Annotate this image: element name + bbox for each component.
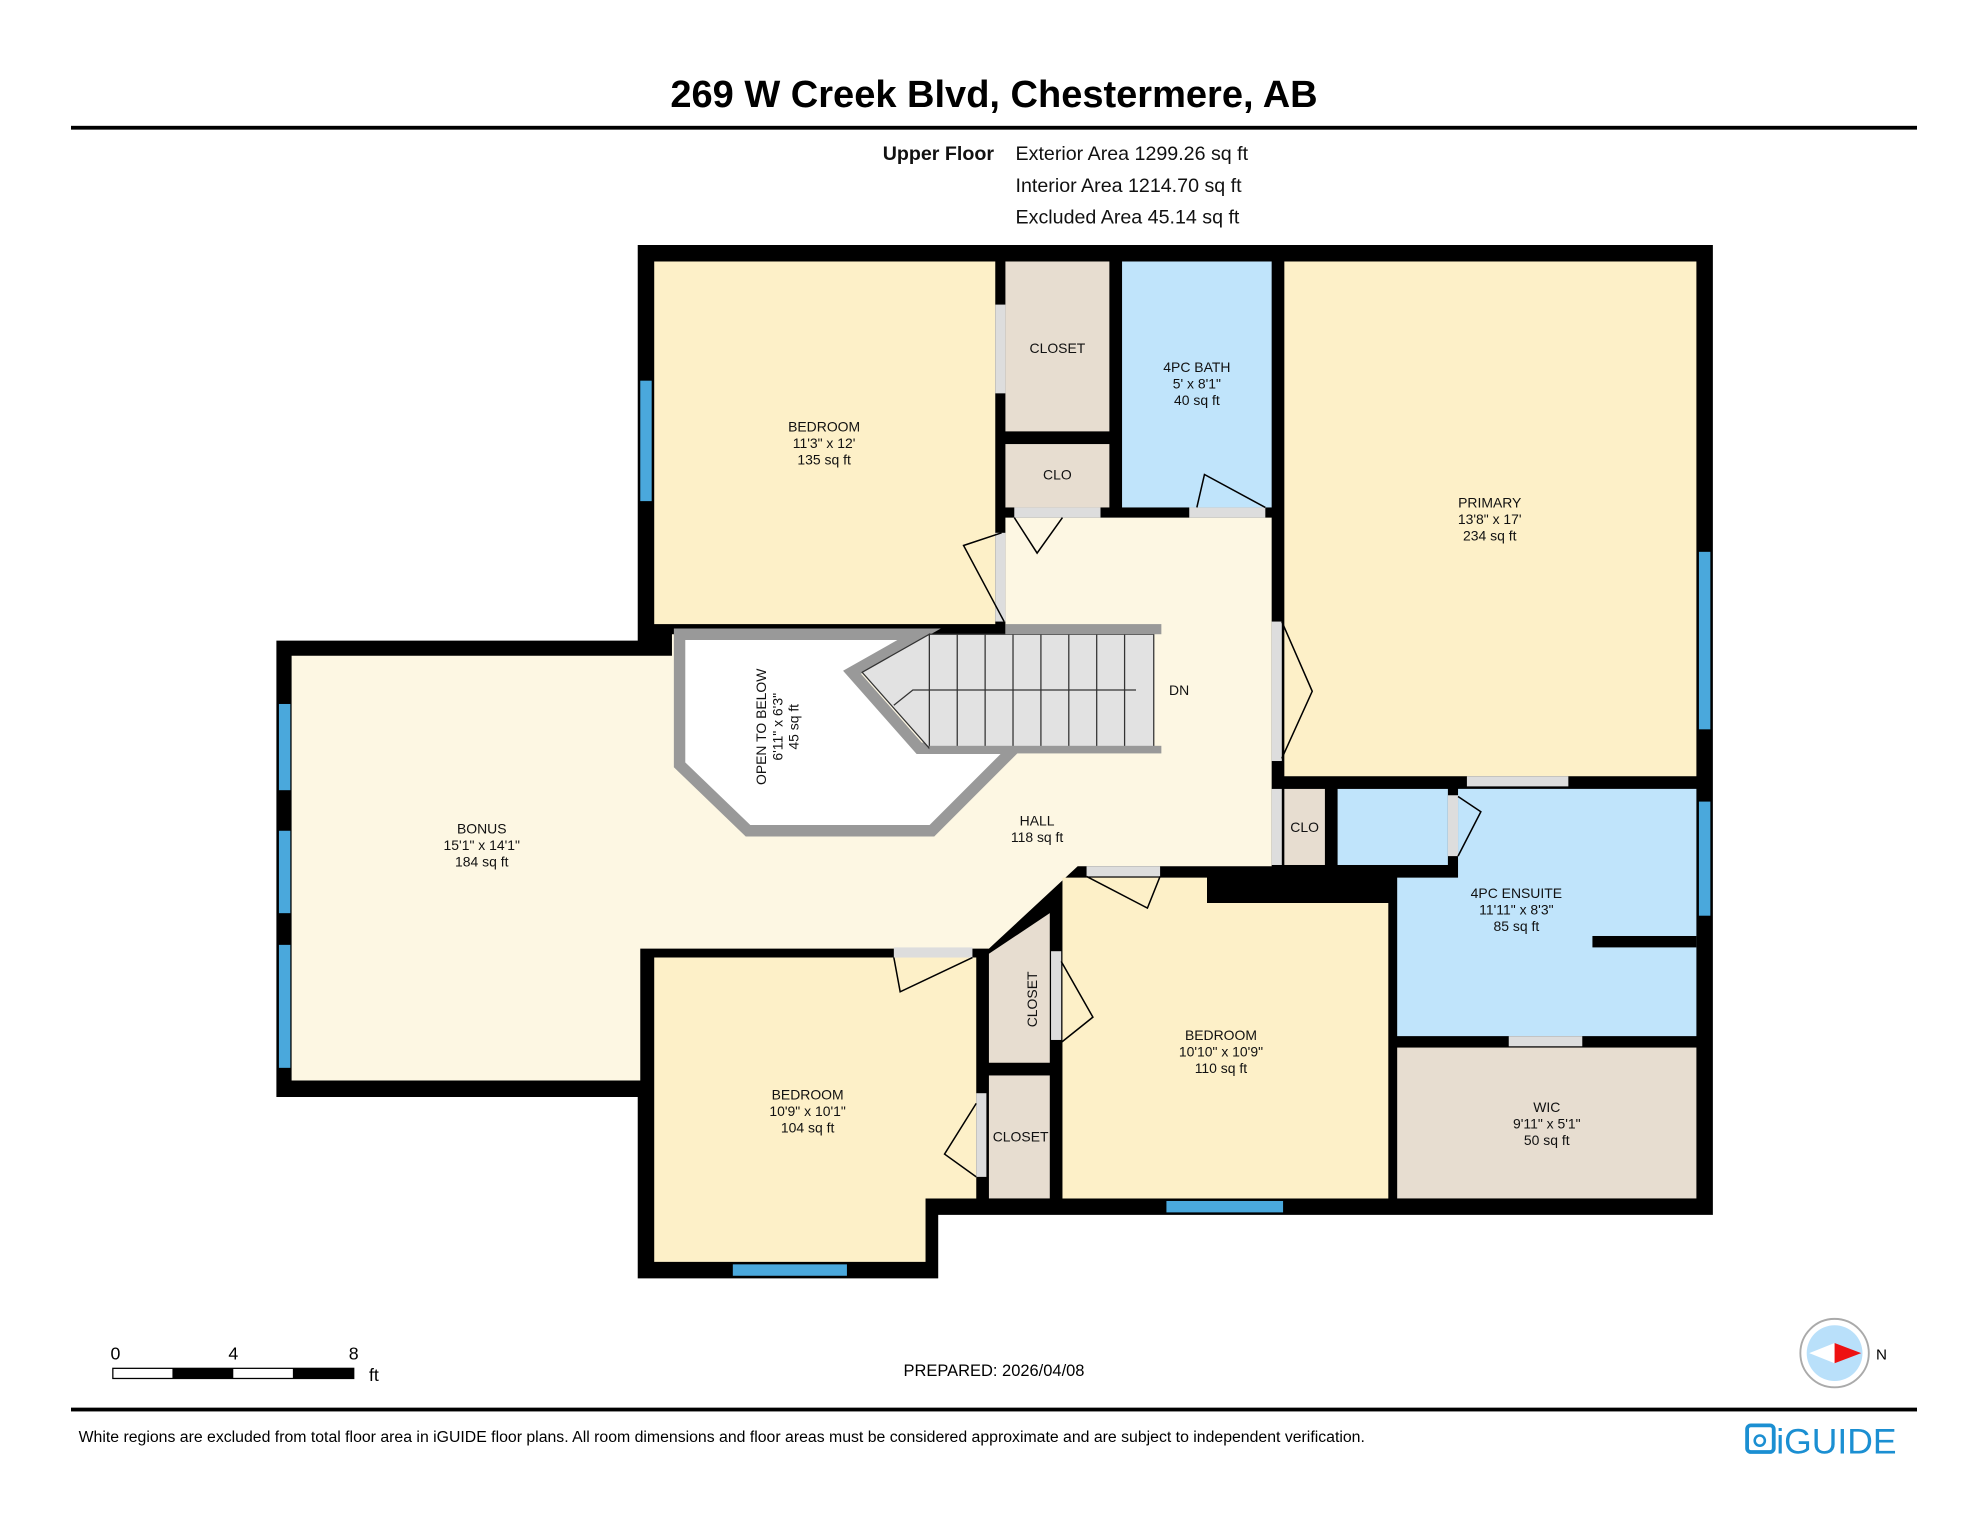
- svg-text:11'3" x 12': 11'3" x 12': [793, 435, 856, 451]
- iguide-logo: iGUIDE: [1745, 1421, 1897, 1461]
- page-title: 269 W Creek Blvd, Chestermere, AB: [670, 74, 1317, 116]
- svg-text:4: 4: [228, 1343, 238, 1363]
- svg-text:8: 8: [349, 1343, 359, 1363]
- svg-text:45 sq ft: 45 sq ft: [786, 704, 802, 750]
- room-label-closet-1: CLOSET: [1030, 340, 1086, 356]
- room-clo-1: [1005, 444, 1110, 508]
- svg-text:4PC BATH: 4PC BATH: [1163, 359, 1230, 375]
- room-bedroom-2: [1062, 877, 1389, 1199]
- room-closet-2: [988, 913, 1050, 1063]
- compass-icon: N: [1799, 1317, 1887, 1389]
- svg-text:110 sq ft: 110 sq ft: [1195, 1060, 1248, 1076]
- ensuite-wall-stub: [1592, 935, 1697, 948]
- svg-text:iGUIDE: iGUIDE: [1776, 1421, 1896, 1461]
- svg-text:15'1" x 14'1": 15'1" x 14'1": [444, 837, 520, 853]
- room-label-clo-2: CLO: [1290, 819, 1319, 835]
- svg-text:85 sq ft: 85 sq ft: [1493, 918, 1539, 934]
- disclaimer: White regions are excluded from total fl…: [79, 1429, 1365, 1446]
- room-clo-2: [1284, 788, 1325, 865]
- staircase: [861, 624, 1162, 754]
- prepared-date: PREPARED: 2026/04/08: [904, 1362, 1085, 1380]
- room-bedroom-3: [654, 957, 977, 1262]
- room-label-4pc-bath: 4PC BATH 5' x 8'1" 40 sq ft: [1163, 359, 1230, 408]
- room-label-bedroom-2: BEDROOM 10'10" x 10'9" 110 sq ft: [1179, 1027, 1263, 1076]
- svg-text:WIC: WIC: [1533, 1099, 1560, 1115]
- exterior-area: Exterior Area 1299.26 sq ft: [1016, 143, 1249, 165]
- svg-text:6'11" x 6'3": 6'11" x 6'3": [769, 693, 785, 761]
- floor-name: Upper Floor: [883, 143, 995, 165]
- room-label-open-to-below: OPEN TO BELOW 6'11" x 6'3" 45 sq ft: [753, 668, 802, 785]
- room-label-4pc-ensuite: 4PC ENSUITE 11'11" x 8'3" 85 sq ft: [1471, 885, 1562, 934]
- scale-bar: 0 4 8 ft: [110, 1343, 378, 1385]
- room-label-wic: WIC 9'11" x 5'1" 50 sq ft: [1513, 1099, 1581, 1148]
- svg-text:10'10" x 10'9": 10'10" x 10'9": [1179, 1043, 1263, 1059]
- svg-text:13'8" x 17': 13'8" x 17': [1458, 511, 1522, 527]
- svg-text:104 sq ft: 104 sq ft: [781, 1120, 835, 1136]
- interior-area: Interior Area 1214.70 sq ft: [1016, 175, 1243, 197]
- excluded-area: Excluded Area 45.14 sq ft: [1016, 206, 1240, 228]
- svg-text:HALL: HALL: [1020, 813, 1055, 829]
- footer-rule: [71, 1407, 1917, 1412]
- room-primary: [1284, 261, 1697, 777]
- room-4pc-ensuite: [1397, 788, 1697, 1037]
- header-rule: [71, 125, 1917, 130]
- svg-text:0: 0: [110, 1343, 120, 1363]
- svg-text:10'9" x 10'1": 10'9" x 10'1": [769, 1103, 845, 1119]
- svg-text:BEDROOM: BEDROOM: [788, 418, 860, 434]
- svg-text:118 sq ft: 118 sq ft: [1011, 829, 1064, 845]
- svg-text:135 sq ft: 135 sq ft: [797, 451, 851, 467]
- svg-text:BEDROOM: BEDROOM: [772, 1087, 844, 1103]
- svg-text:5' x 8'1": 5' x 8'1": [1173, 375, 1221, 391]
- svg-text:40 sq ft: 40 sq ft: [1174, 392, 1220, 408]
- room-4pc-bath: [1122, 261, 1272, 508]
- room-label-hall: HALL 118 sq ft: [1011, 813, 1064, 845]
- room-label-clo-1: CLO: [1043, 467, 1072, 483]
- room-bedroom-1: [654, 261, 996, 625]
- svg-text:50 sq ft: 50 sq ft: [1524, 1132, 1570, 1148]
- room-label-primary: PRIMARY 13'8" x 17' 234 sq ft: [1458, 494, 1522, 543]
- room-label-bedroom-3: BEDROOM 10'9" x 10'1" 104 sq ft: [769, 1087, 845, 1136]
- svg-text:N: N: [1876, 1346, 1887, 1363]
- room-closet-3: [988, 1075, 1050, 1199]
- stairs-label: DN: [1169, 682, 1189, 698]
- room-ensuite-nook: [1337, 788, 1448, 865]
- svg-text:9'11" x 5'1": 9'11" x 5'1": [1513, 1116, 1581, 1132]
- svg-text:4PC ENSUITE: 4PC ENSUITE: [1471, 885, 1562, 901]
- svg-text:BEDROOM: BEDROOM: [1185, 1027, 1257, 1043]
- door-swings: [893, 473, 1482, 1178]
- room-label-bedroom-1: BEDROOM 11'3" x 12' 135 sq ft: [788, 418, 860, 467]
- windows: [278, 380, 1711, 1276]
- room-wic: [1397, 1047, 1697, 1199]
- svg-text:ft: ft: [369, 1365, 379, 1385]
- room-label-closet-3: CLOSET: [993, 1128, 1049, 1144]
- svg-text:184 sq ft: 184 sq ft: [455, 853, 509, 869]
- doors: [893, 304, 1583, 1177]
- room-label-closet-2: CLOSET: [1024, 971, 1040, 1027]
- svg-text:234 sq ft: 234 sq ft: [1463, 527, 1517, 543]
- svg-text:BONUS: BONUS: [457, 820, 507, 836]
- svg-text:11'11" x 8'3": 11'11" x 8'3": [1479, 901, 1553, 917]
- room-closet-1: [1005, 261, 1110, 432]
- room-label-bonus: BONUS 15'1" x 14'1" 184 sq ft: [444, 820, 520, 869]
- svg-text:PRIMARY: PRIMARY: [1458, 494, 1521, 510]
- svg-text:OPEN TO BELOW: OPEN TO BELOW: [753, 668, 769, 785]
